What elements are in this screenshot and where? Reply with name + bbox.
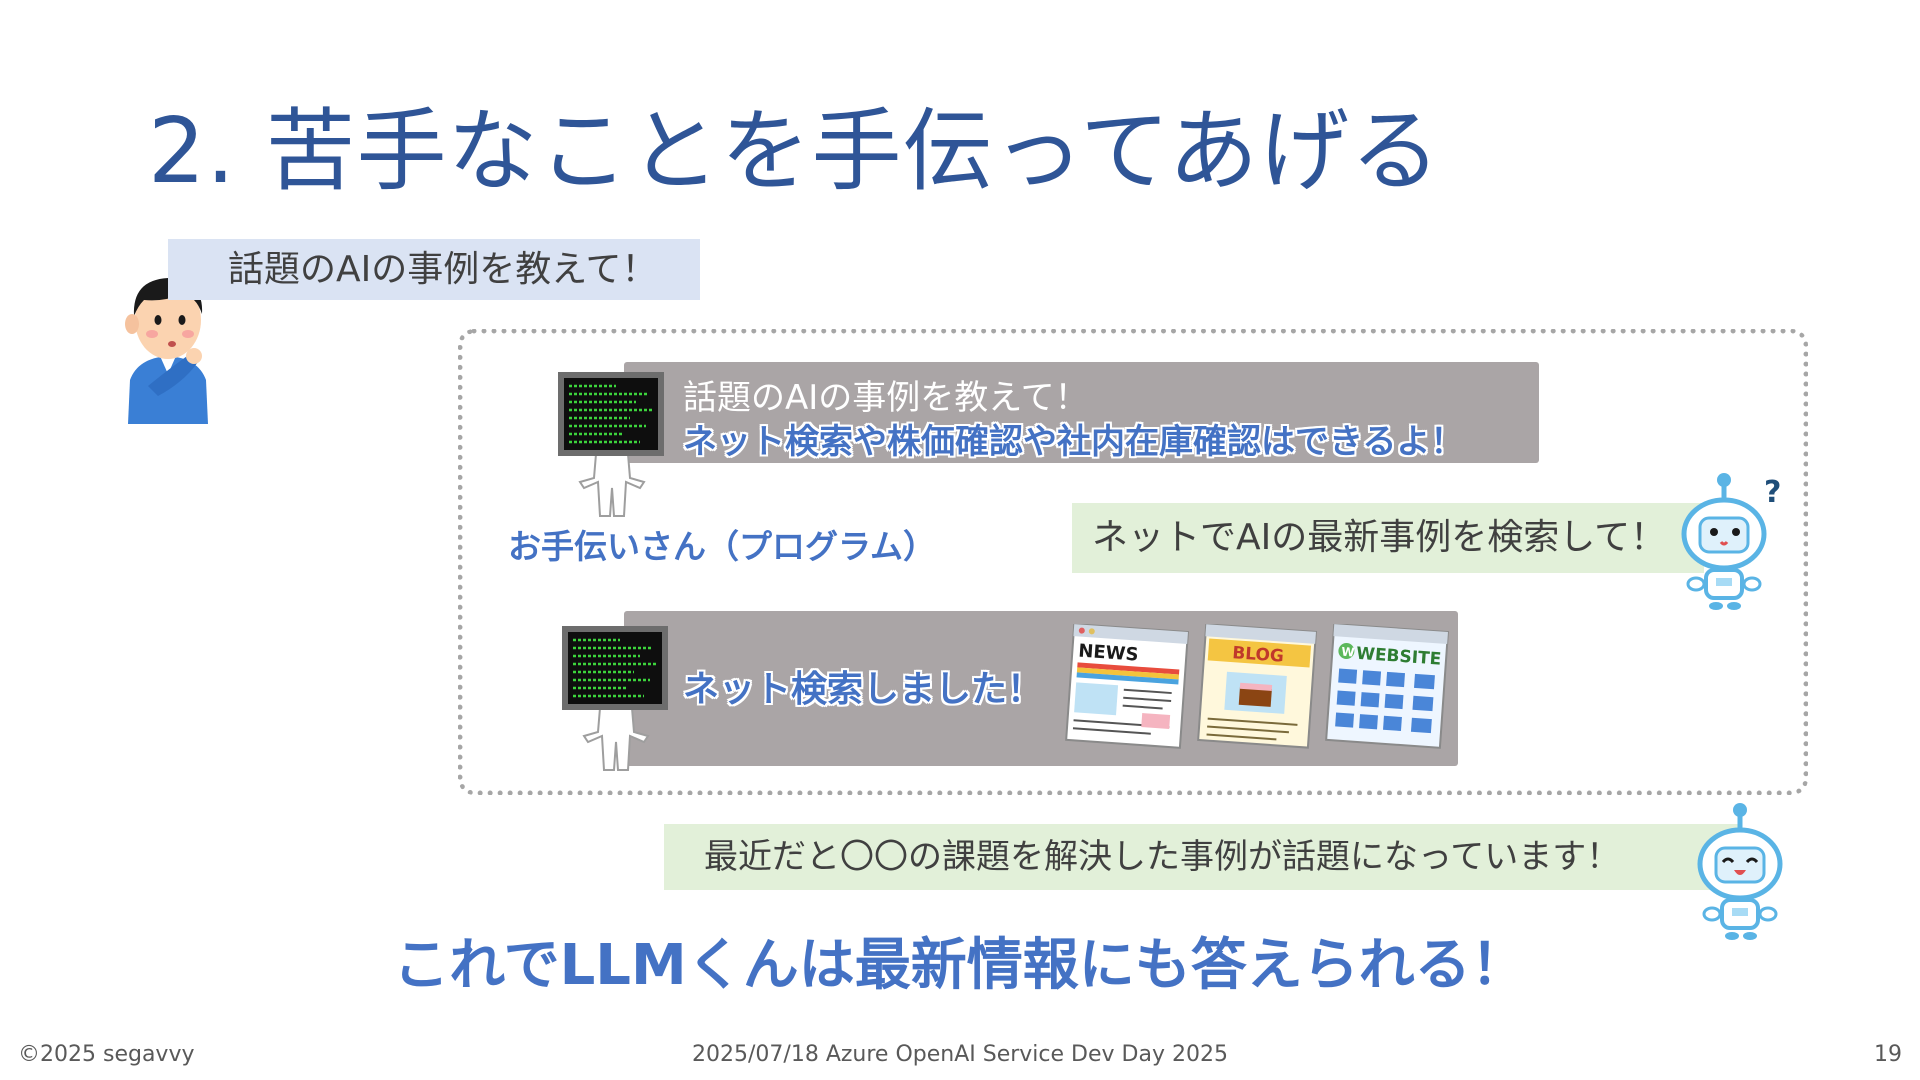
news-card-label: NEWS bbox=[1078, 640, 1140, 665]
blog-card-label: BLOG bbox=[1232, 643, 1285, 667]
llm-answer-text: 最近だと〇〇の課題を解決した事例が話題になっています！ bbox=[704, 837, 1621, 877]
news-site-icon: NEWS bbox=[1065, 624, 1190, 749]
svg-text:?: ? bbox=[1764, 475, 1780, 510]
computer-terminal-person-icon bbox=[558, 372, 664, 517]
user-question-bubble: 話題のAIの事例を教えて！ bbox=[168, 239, 700, 300]
llm-answer-bubble: 最近だと〇〇の課題を解決した事例が話題になっています！ bbox=[664, 824, 1739, 890]
conclusion-text: これでLLMくんは最新情報にも答えられる！ bbox=[393, 933, 1527, 998]
svg-text:W: W bbox=[1341, 645, 1355, 660]
footer-copyright: ©2025 segavvy bbox=[18, 1042, 195, 1067]
blog-site-icon: BLOG bbox=[1197, 624, 1318, 749]
search-result-bar bbox=[624, 611, 1458, 766]
helper-process-box bbox=[458, 329, 1808, 795]
search-result-text: ネット検索しました！ bbox=[683, 669, 1044, 710]
computer-terminal-person-icon bbox=[562, 626, 668, 771]
website-icon: W WEBSITE bbox=[1325, 624, 1450, 749]
helper-capability-bar bbox=[624, 362, 1539, 463]
confused-robot-icon: ? bbox=[1681, 473, 1780, 610]
user-question-text: 話題のAIの事例を教えて！ bbox=[228, 249, 658, 290]
llm-search-request-bubble: ネットでAIの最新事例を検索して！ bbox=[1072, 503, 1704, 573]
forwarded-question-text: 話題のAIの事例を教えて！ bbox=[683, 378, 1089, 418]
page-number: 19 bbox=[1874, 1042, 1902, 1067]
happy-robot-icon bbox=[1697, 803, 1783, 940]
footer-event: 2025/07/18 Azure OpenAI Service Dev Day … bbox=[692, 1042, 1228, 1067]
helper-capabilities-text: ネット検索や株価確認や社内在庫確認はできるよ！ bbox=[683, 422, 1465, 462]
helper-label: お手伝いさん（プログラム） bbox=[508, 527, 937, 566]
llm-search-request-text: ネットでAIの最新事例を検索して！ bbox=[1092, 517, 1667, 558]
slide-title: 2. 苦手なことを手伝ってあげる bbox=[148, 99, 1442, 204]
